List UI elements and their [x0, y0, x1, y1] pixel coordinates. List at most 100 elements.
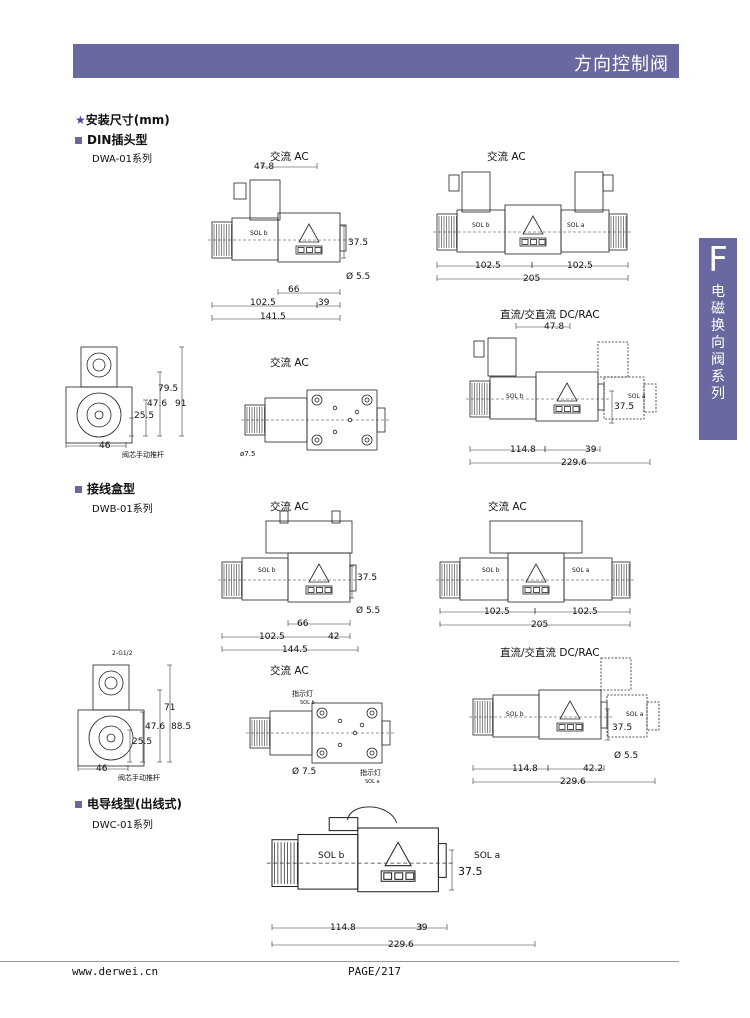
dimension-label: 91 — [175, 399, 187, 409]
dimension-label: 39 — [585, 445, 597, 455]
side-tab-letter: F — [708, 240, 728, 280]
dimension-label: 42.2 — [583, 764, 604, 774]
apb-letter-box — [306, 247, 313, 253]
series-dwc: DWC-01系列 — [92, 820, 153, 831]
section-heading-din: DIN插头型 — [75, 131, 147, 148]
drawing-title: 交流 AC — [270, 665, 309, 677]
solenoid-label: SOL a — [567, 222, 585, 229]
apb-letter-box — [575, 724, 583, 730]
valve-double-solenoid — [433, 171, 631, 255]
din-connector — [249, 179, 281, 221]
solenoid-coil-a — [560, 209, 610, 253]
mounting-bolt — [316, 747, 328, 759]
apb-letter-box — [564, 406, 571, 412]
cable-gland — [473, 340, 485, 358]
apb-letter-box — [521, 239, 529, 245]
dimension-label: 144.5 — [282, 645, 308, 655]
solenoid-label: SOL b — [250, 230, 268, 237]
optional-solenoid-outline — [606, 694, 648, 738]
manual-override-label: 阀芯手动推杆 — [118, 774, 160, 782]
dimension-label: 205 — [523, 274, 541, 284]
bolt-hole — [314, 397, 320, 403]
dimension-label: 46 — [99, 441, 111, 451]
heading-text: 电导线型(出线式) — [87, 797, 182, 811]
dimension-label: 229.6 — [561, 458, 587, 468]
spool-circle — [106, 733, 116, 743]
apb-letter-box — [530, 239, 537, 245]
top-view — [241, 389, 390, 451]
solenoid-coil-b — [456, 209, 506, 253]
valve-single-solenoid — [469, 657, 660, 740]
port-hole — [337, 718, 343, 724]
apb-letter-box — [533, 587, 540, 593]
end-plug — [600, 701, 608, 729]
bolt-hole — [314, 437, 320, 443]
solenoid-label: SOL b — [506, 711, 524, 718]
optional-solenoid-outline — [603, 376, 645, 420]
dimension-label: 25.5 — [132, 737, 153, 747]
square-bullet-icon — [75, 801, 82, 808]
dimension-label: 66 — [288, 285, 300, 295]
port-hole — [332, 405, 338, 411]
body-end — [65, 386, 133, 444]
valve-single-solenoid — [266, 806, 454, 893]
solenoid-label: SOL b — [472, 222, 490, 229]
apb-logo — [553, 404, 581, 414]
connector-circle — [86, 352, 112, 378]
solenoid-label: SOL a — [628, 393, 646, 400]
apb-letter-box — [394, 872, 404, 880]
solenoid-coil — [297, 833, 359, 890]
dimension-label: Ø 5.5 — [356, 606, 381, 616]
top-view — [246, 702, 395, 764]
lead-wire — [346, 806, 398, 824]
star-icon: ★ — [75, 113, 86, 127]
solenoid-label: SOL b — [258, 567, 276, 574]
dimension-label: 25.5 — [134, 411, 155, 421]
apb-letter-box — [558, 724, 566, 730]
bolt-hole — [319, 750, 325, 756]
dimension-label: 229.6 — [388, 940, 414, 950]
mounting-bolt — [361, 434, 373, 446]
solenoid-label: SOL b — [506, 393, 524, 400]
bolt-hole — [319, 710, 325, 716]
end-plug — [437, 843, 447, 878]
valve-body — [504, 204, 562, 255]
drawing-title: 交流 AC — [270, 151, 309, 163]
end-plug — [597, 383, 605, 411]
mounting-bolt — [366, 747, 378, 759]
connector-circle — [98, 670, 124, 696]
knob-circle — [86, 402, 112, 428]
solenoid-label: SOL a — [572, 567, 590, 574]
apb-logo — [519, 237, 547, 247]
bolt-hole — [369, 710, 375, 716]
solenoid-label: SOL a — [626, 711, 644, 718]
valve-body — [538, 689, 602, 740]
drawing-title: 交流 AC — [270, 357, 309, 369]
solenoid-coil-a — [563, 557, 613, 601]
end-view — [77, 664, 145, 767]
connector-end — [92, 664, 130, 711]
apb-letter-box — [567, 724, 574, 730]
drawing-title: 交流 AC — [488, 501, 527, 513]
dimension-label: 102.5 — [259, 632, 285, 642]
triangle-logo-icon — [556, 382, 578, 402]
triangle-logo-icon — [298, 223, 320, 243]
apb-letter-box — [405, 872, 415, 880]
dimension-label: 47.8 — [254, 162, 275, 172]
dimension-label: 66 — [297, 619, 309, 629]
footer-url[interactable]: www.derwei.cn — [72, 965, 159, 978]
apb-letter-box — [555, 406, 563, 412]
apb-letter-box — [383, 872, 393, 880]
side-tab-text: 电磁换向阀系列 — [711, 284, 725, 402]
apb-logo — [295, 245, 323, 255]
indicator-lamp-label: 指示灯 — [292, 690, 313, 698]
dimension-label: Ø 5.5 — [614, 751, 639, 761]
bolt-hole — [364, 437, 370, 443]
dimension-label: 141.5 — [260, 312, 286, 322]
solenoid-coil-b — [459, 557, 509, 601]
coil-end-circle — [88, 715, 134, 761]
dimension-label: 102.5 — [484, 607, 510, 617]
manual-override-label: 阀芯手动推杆 — [122, 451, 164, 459]
